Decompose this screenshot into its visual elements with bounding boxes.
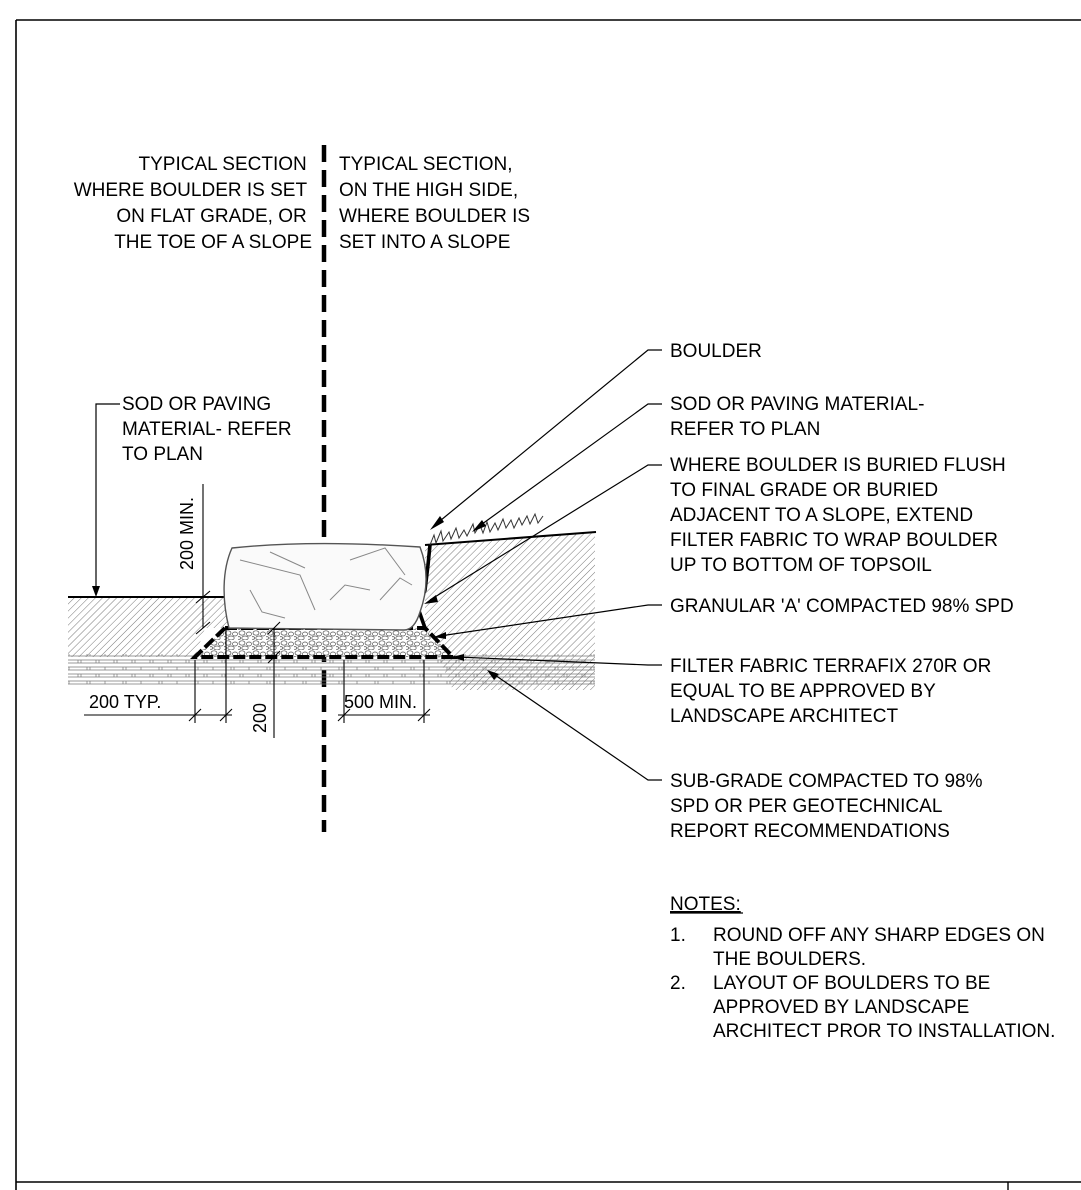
sheet-border	[15, 19, 1081, 1190]
dim-500-min: 500 MIN.	[344, 692, 417, 712]
callout-boulder: BOULDER	[670, 341, 762, 362]
callout-sod: SOD OR PAVING MATERIAL- REFER TO PLAN	[670, 394, 930, 440]
boulder	[223, 542, 427, 631]
callout-filter-fabric: FILTER FABRIC TERRAFIX 270R OR EQUAL TO …	[670, 656, 997, 727]
note-1-number: 1.	[670, 925, 686, 946]
dim-200-min: 200 MIN.	[177, 497, 197, 570]
note-2-text: LAYOUT OF BOULDERS TO BE APPROVED BY LAN…	[713, 973, 1055, 1042]
note-2-number: 2.	[670, 973, 686, 994]
dim-200-typ: 200 TYP.	[89, 692, 161, 712]
leaders	[95, 349, 662, 781]
callout-subgrade: SUB-GRADE COMPACTED TO 98% SPD OR PER GE…	[670, 771, 988, 842]
notes-heading: NOTES:	[670, 894, 741, 915]
leader-arrowheads	[92, 516, 499, 680]
dimension-lines	[84, 484, 431, 738]
right-grade-line	[424, 531, 597, 546]
left-section-label: TYPICAL SECTION WHERE BOULDER IS SET ON …	[74, 154, 312, 253]
dim-200-depth: 200	[250, 703, 270, 733]
ground-section	[68, 512, 597, 690]
callout-buried: WHERE BOULDER IS BURIED FLUSH TO FINAL G…	[670, 455, 1011, 576]
callout-granular: GRANULAR 'A' COMPACTED 98% SPD	[670, 596, 1014, 617]
granular-bed	[195, 628, 453, 657]
right-section-label: TYPICAL SECTION, ON THE HIGH SIDE, WHERE…	[339, 154, 535, 253]
note-1-text: ROUND OFF ANY SHARP EDGES ON THE BOULDER…	[713, 925, 1050, 970]
left-callout: SOD OR PAVING MATERIAL- REFER TO PLAN	[122, 394, 297, 465]
